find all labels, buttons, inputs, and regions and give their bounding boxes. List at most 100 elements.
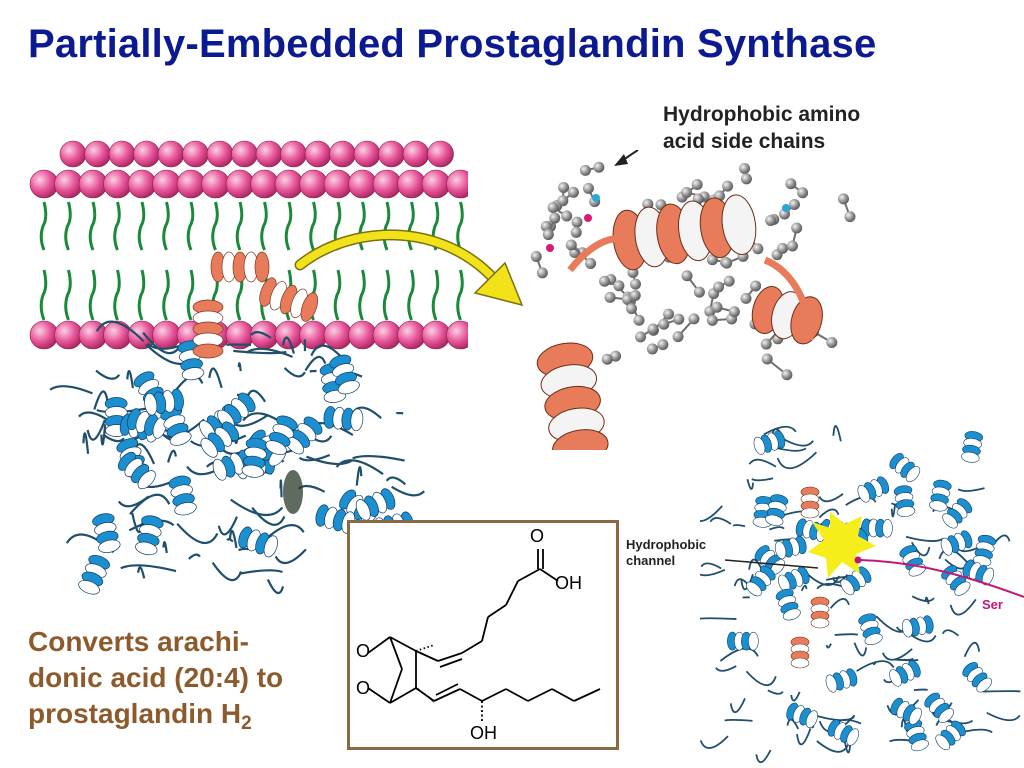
- caption-line-2: donic acid (20:4) to: [28, 662, 284, 693]
- lipid-tail: [39, 269, 48, 321]
- side-chain-atom: [647, 323, 659, 335]
- lipid-head: [152, 169, 181, 199]
- hydrophobic-channel-highlight: [808, 512, 876, 578]
- side-chain-atom: [610, 350, 622, 362]
- globular-protein: [49, 320, 426, 595]
- membrane-protein-illustration: [29, 140, 468, 595]
- lipid-tail: [284, 201, 293, 251]
- side-chain-atom: [681, 186, 693, 198]
- side-chain-atom: [786, 240, 798, 252]
- lipid-head: [304, 140, 332, 168]
- side-chain-atom: [657, 339, 669, 351]
- lipid-head: [78, 169, 108, 199]
- caption-main: prostaglandin H: [28, 698, 242, 729]
- lipid-tail: [88, 201, 97, 251]
- side-chain-atom: [604, 291, 616, 303]
- side-chain-atom: [844, 211, 856, 223]
- caption-line-3: prostaglandin H2: [28, 696, 348, 742]
- lipid-head: [427, 140, 454, 168]
- side-chain-atom: [629, 278, 641, 290]
- lipid-head: [103, 320, 132, 350]
- protein-channel-view: [700, 425, 1024, 763]
- lipid-head: [446, 169, 468, 199]
- lipid-head: [280, 140, 307, 168]
- side-chain-atom: [663, 308, 675, 320]
- side-chain-atom: [723, 275, 735, 287]
- lipid-tails: [39, 201, 464, 321]
- side-chain-atom: [781, 369, 793, 381]
- side-chain-atom: [761, 353, 773, 365]
- lipid-head: [152, 320, 181, 350]
- lipid-head: [206, 140, 234, 168]
- side-chain-atom: [626, 303, 638, 315]
- side-chain-atom: [585, 257, 597, 269]
- lipid-head: [201, 169, 230, 199]
- side-chain-atom: [691, 179, 703, 191]
- side-chain-atom: [540, 220, 552, 232]
- side-chain-atom: [567, 186, 579, 198]
- lipid-tail: [186, 269, 195, 321]
- ser-label: Ser: [982, 597, 1003, 612]
- slide-title: Partially-Embedded Prostaglandin Synthas…: [28, 22, 877, 66]
- lipid-tail: [64, 201, 72, 251]
- side-chain-atom: [613, 280, 625, 292]
- side-chain-atom: [711, 301, 723, 313]
- helix-ribbon: [612, 194, 757, 271]
- side-chain-atom: [728, 306, 740, 318]
- anchor-helices-zoom: [530, 150, 856, 450]
- side-chain-atom: [785, 178, 797, 190]
- lipid-head: [397, 320, 426, 350]
- side-chain-atom: [599, 275, 611, 287]
- side-chain-atom: [693, 286, 705, 298]
- side-chain-atom: [826, 336, 838, 348]
- lipid-head: [353, 140, 381, 168]
- side-chain-atom: [721, 257, 733, 269]
- lipid-head: [348, 169, 377, 199]
- lipid-tail: [309, 201, 317, 251]
- lipid-head: [250, 169, 279, 199]
- lipid-tail: [137, 201, 146, 251]
- side-chain-atom: [570, 226, 582, 238]
- side-chain-atom: [582, 182, 594, 194]
- lipid-head: [103, 169, 132, 199]
- lipid-head: [446, 320, 468, 350]
- side-chain-atom: [536, 267, 548, 279]
- side-chain-atom: [706, 314, 718, 326]
- side-chain-atom: [750, 280, 762, 292]
- side-chain-atom: [571, 216, 583, 228]
- helix-ribbon: [536, 342, 609, 450]
- helix-ribbon: [751, 285, 823, 345]
- side-chain-atom: [681, 270, 693, 282]
- label-line: acid side chains: [663, 130, 826, 153]
- lipid-tail: [333, 269, 342, 321]
- lipid-tail: [382, 269, 391, 321]
- lipid-head: [397, 169, 426, 199]
- side-chain-atom: [797, 187, 809, 199]
- side-chain-atom: [542, 229, 554, 241]
- label-line: Hydrophobic amino: [663, 103, 861, 126]
- lipid-tail: [407, 201, 415, 251]
- lipid-tail: [407, 269, 415, 321]
- side-chain-atom: [561, 210, 573, 222]
- lipid-head: [176, 169, 206, 199]
- lipid-head: [402, 140, 430, 168]
- prostaglandin-structure-box: O OH O O OH: [347, 520, 619, 750]
- side-chain-atom: [557, 195, 569, 207]
- hydrophobic-side-chains-label: Hydrophobic amino acid side chains: [663, 101, 860, 155]
- lipid-head: [372, 320, 402, 350]
- side-chain-atom: [549, 212, 561, 224]
- lipid-head: [348, 320, 377, 350]
- label-line: Hydrophobic: [626, 537, 707, 552]
- lipid-head: [157, 140, 185, 168]
- side-chain-atom: [565, 239, 577, 251]
- hydroxyl-oh: OH: [470, 723, 497, 743]
- side-chain-atom: [629, 289, 641, 301]
- lipid-tail: [113, 269, 121, 321]
- lipid-head: [231, 140, 258, 168]
- side-chain-atom: [740, 292, 752, 304]
- side-chain-atom: [547, 202, 559, 214]
- peroxide-oxygen-top: O: [356, 641, 371, 661]
- lipid-tail: [88, 269, 97, 321]
- lipid-tail: [137, 269, 146, 321]
- lipid-head: [274, 320, 304, 350]
